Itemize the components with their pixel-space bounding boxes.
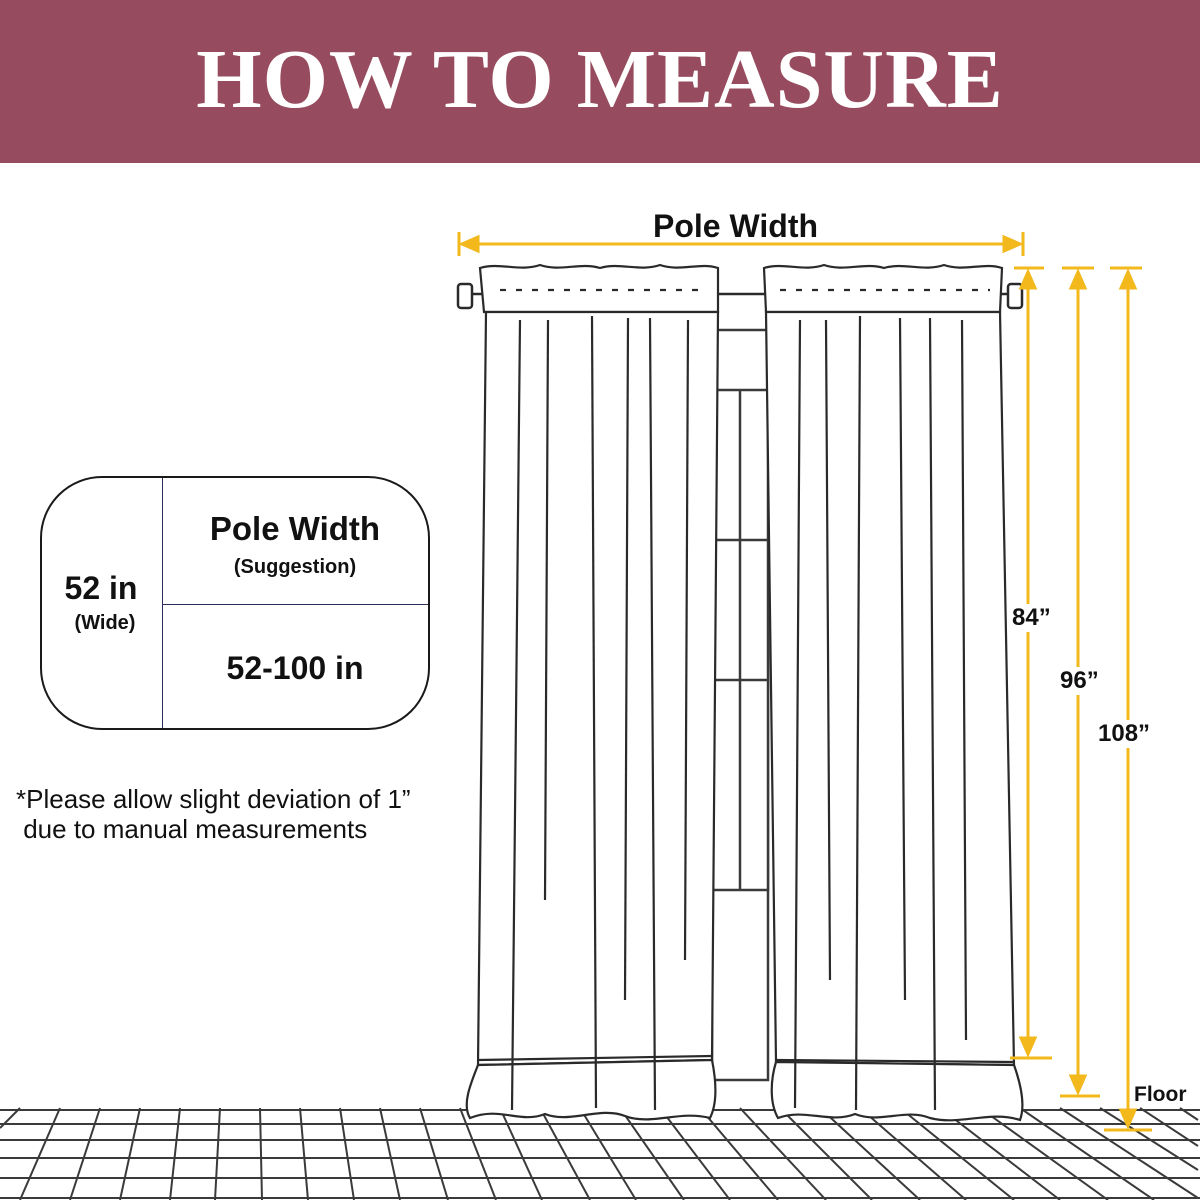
window-frame <box>710 328 770 1082</box>
spec-card: 52 in (Wide) Pole Width (Suggestion) 52-… <box>40 476 430 730</box>
floor-label: Floor <box>1132 1083 1189 1107</box>
pole-width-heading: Pole Width <box>209 510 381 547</box>
card-vertical-divider <box>162 478 163 728</box>
deviation-note: *Please allow slight deviation of 1” due… <box>16 784 411 844</box>
length-dimension-108 <box>1104 266 1152 1132</box>
floor-grid <box>0 1107 1200 1200</box>
header-banner: HOW TO MEASURE <box>0 0 1200 163</box>
card-horizontal-divider <box>162 604 428 605</box>
width-value: 52 in <box>64 570 138 606</box>
length-label-84: 84” <box>1010 604 1053 632</box>
length-label-96: 96” <box>1058 667 1101 695</box>
pole-width-dimension <box>457 232 1025 256</box>
width-caption: (Wide) <box>74 612 136 634</box>
pole-width-range: 52-100 in <box>226 650 364 686</box>
note-line-2: due to manual measurements <box>16 814 368 844</box>
pole-width-label: Pole Width <box>653 208 819 244</box>
right-curtain-panel <box>762 263 1024 1122</box>
length-label-108: 108” <box>1096 720 1153 748</box>
length-dimension-84 <box>1010 266 1052 1060</box>
page-title: HOW TO MEASURE <box>196 33 1004 126</box>
note-line-1: *Please allow slight deviation of 1” <box>16 784 411 814</box>
left-curtain-panel <box>465 263 720 1121</box>
pole-width-caption: (Suggestion) <box>233 556 357 578</box>
